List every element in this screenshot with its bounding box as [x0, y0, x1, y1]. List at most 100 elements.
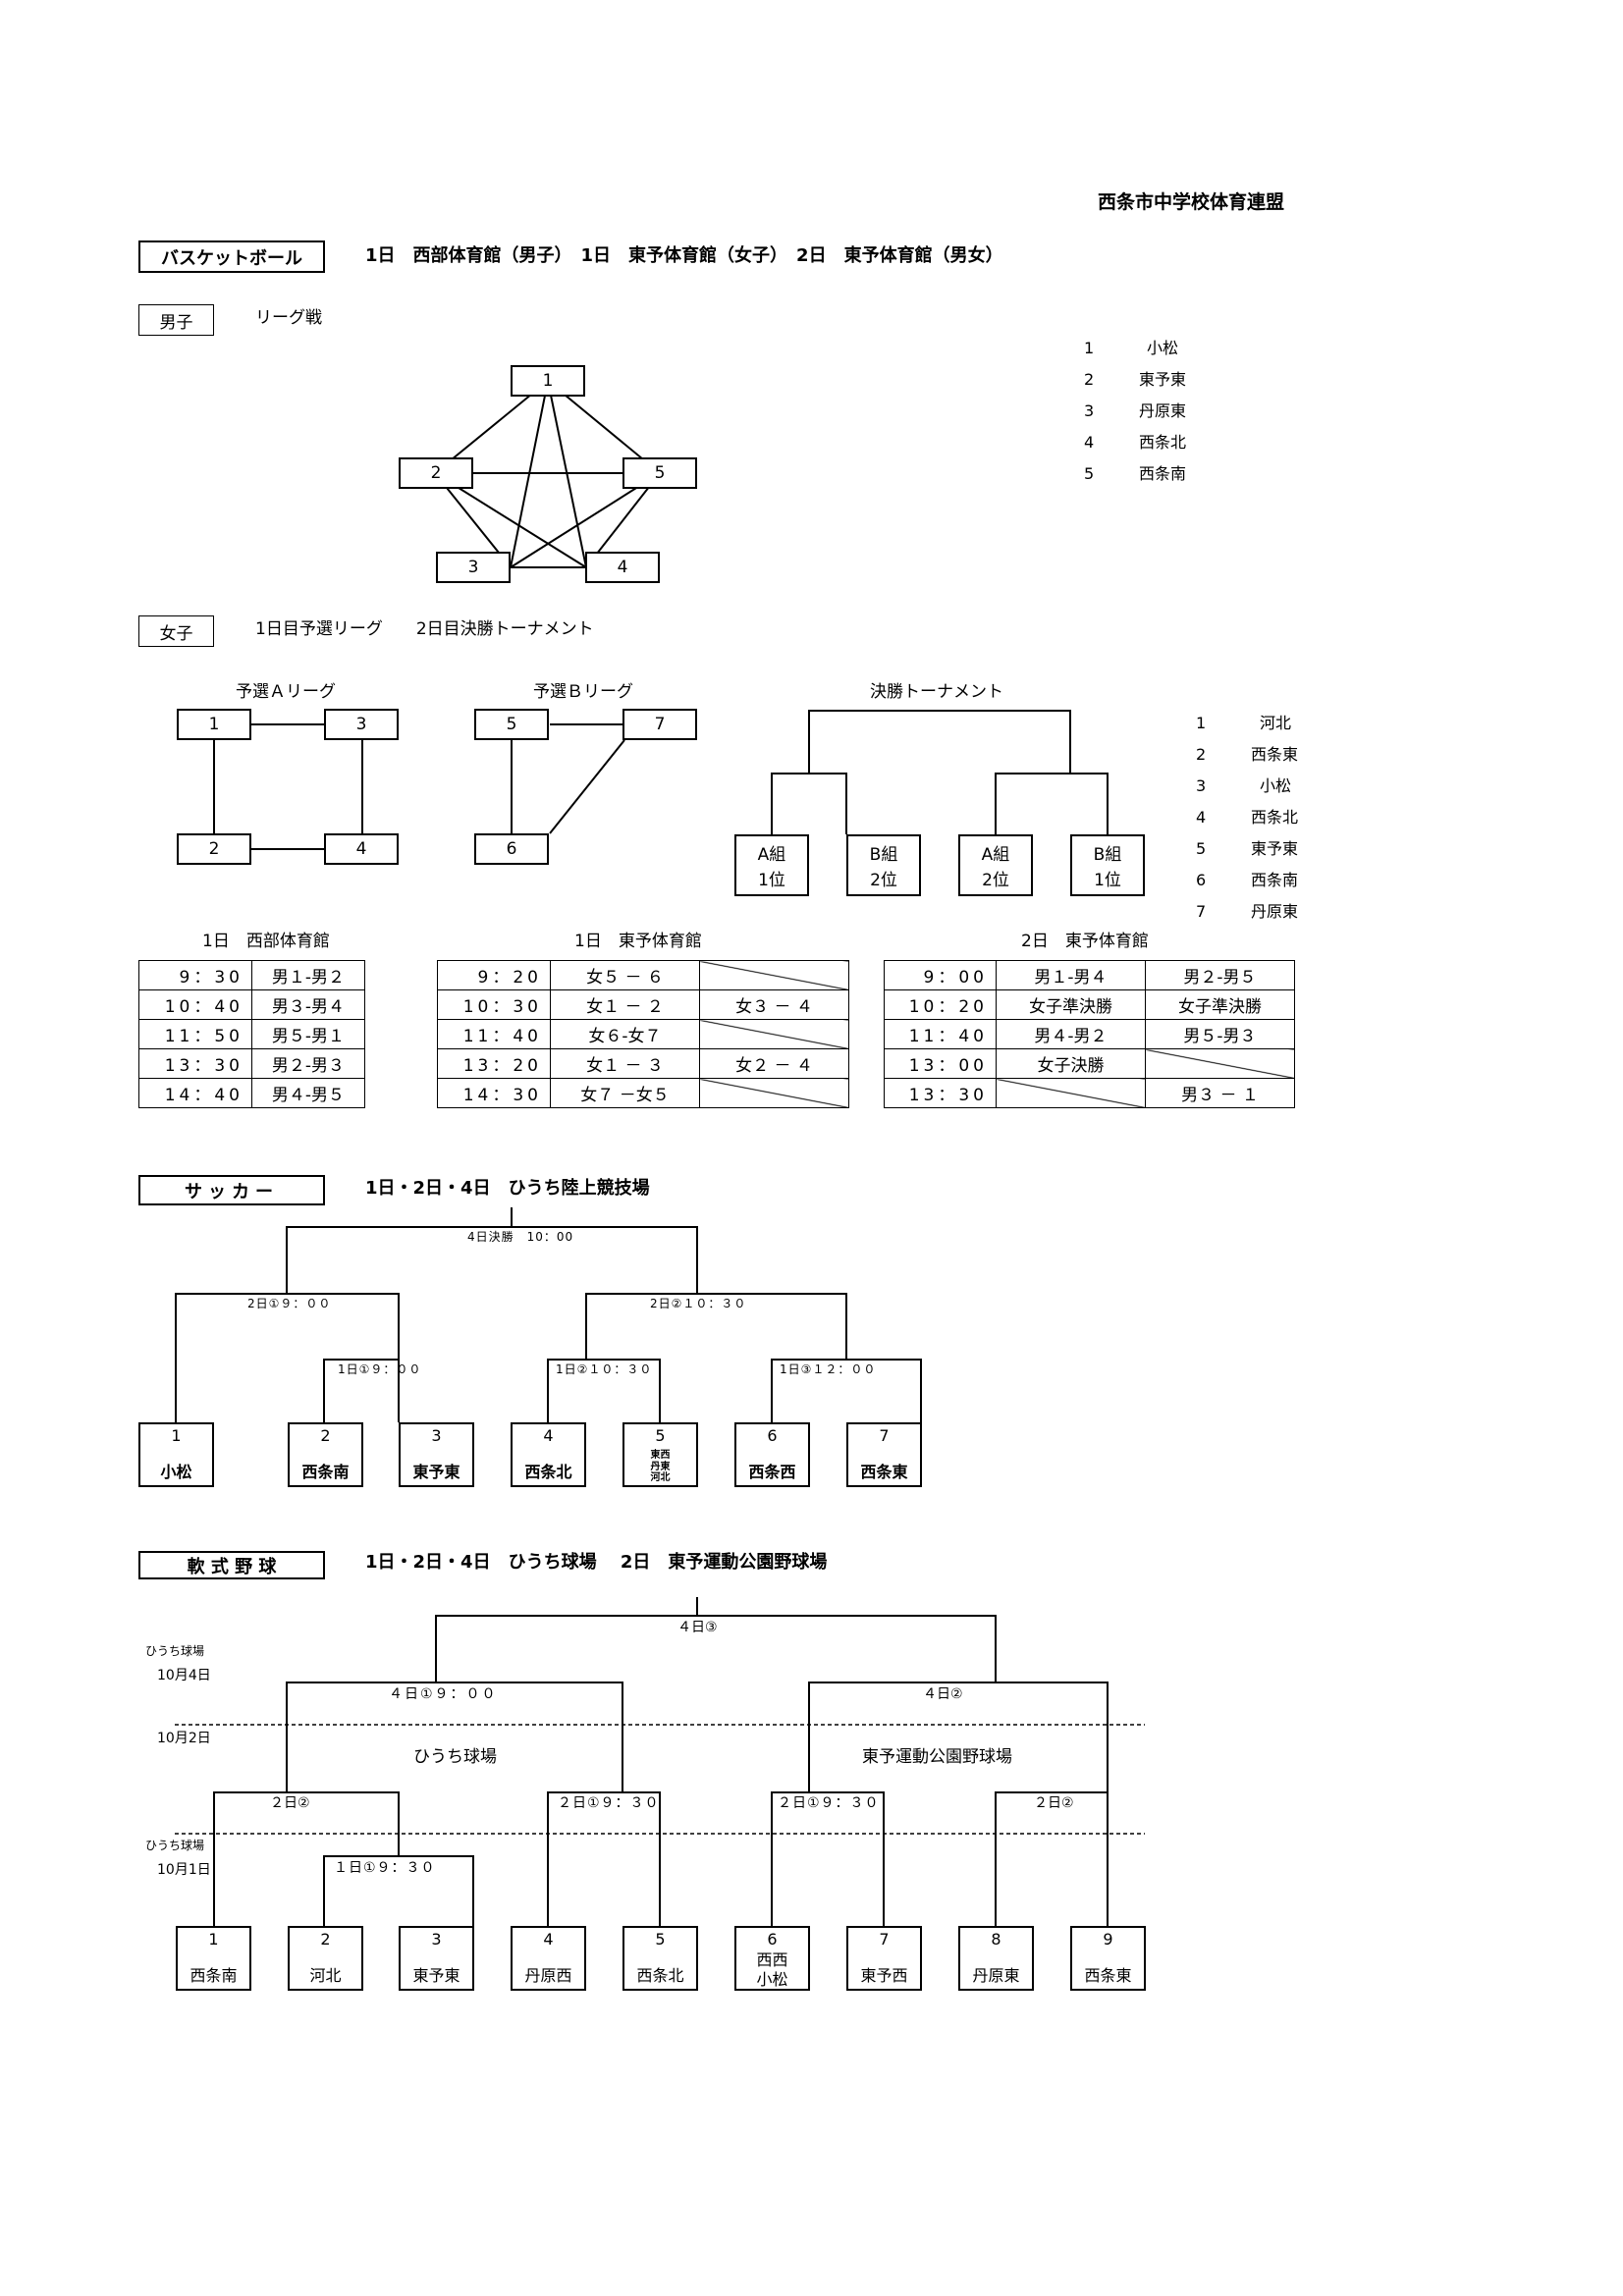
- women-team-name: 西条南: [1251, 871, 1299, 889]
- schedule-1-title: 1日 西部体育館: [202, 932, 330, 951]
- match-cell: 女子準決勝: [1145, 989, 1295, 1020]
- team-name: 西条東: [1084, 1966, 1132, 1985]
- final-slot-rank: 1位: [758, 870, 785, 890]
- soccer-team: 5 東西 丹東 河北: [622, 1422, 698, 1487]
- women-team-no: 4: [1196, 808, 1207, 827]
- schedule-3-title: 2日 東予体育館: [1021, 932, 1149, 951]
- league-b-node: 5: [474, 709, 549, 740]
- basketball-heading: バスケットボール: [138, 240, 325, 273]
- final-slot: B組 1位: [1070, 834, 1145, 896]
- team-number: 4: [543, 1426, 554, 1445]
- soccer-heading: サッカー: [138, 1175, 325, 1205]
- soccer-semi2-label: 2日②１０：３０: [650, 1297, 747, 1310]
- team-name: 小松: [160, 1463, 192, 1481]
- side-label-oct4: 10月4日: [157, 1668, 211, 1683]
- team-number: 1: [171, 1426, 182, 1445]
- men-node-5: 5: [622, 457, 697, 489]
- final-slot-group: A組: [757, 845, 786, 866]
- men-node-3: 3: [436, 552, 511, 583]
- final-slot-rank: 2位: [982, 870, 1009, 890]
- side-label-hiuchi-2: ひうち球場: [145, 1839, 205, 1852]
- match-cell: 男５-男１: [251, 1019, 365, 1049]
- men-node-2: 2: [399, 457, 473, 489]
- team-name: 東予西: [860, 1966, 908, 1985]
- league-a-title: 予選Ａリーグ: [236, 682, 336, 702]
- match-cell: 男２-男５: [1145, 960, 1295, 990]
- men-team-name: 丹原東: [1139, 401, 1187, 420]
- time-cell: 10：30: [437, 989, 551, 1020]
- time-cell: 11：40: [884, 1019, 997, 1049]
- men-team-name: 東予東: [1139, 370, 1187, 389]
- baseball-heading: 軟 式 野 球: [138, 1551, 325, 1579]
- baseball-semi1-label: ４日①９：００: [389, 1686, 498, 1702]
- women-team-no: 5: [1196, 839, 1207, 858]
- time-cell: 13：00: [884, 1048, 997, 1079]
- team-number: 8: [991, 1930, 1001, 1949]
- baseball-team: 7 東予西: [846, 1926, 922, 1991]
- team-name: 東予東: [412, 1966, 460, 1985]
- soccer-semi1-label: 2日①９：００: [247, 1297, 332, 1310]
- empty-cell: [699, 1078, 849, 1108]
- empty-cell: [1145, 1048, 1295, 1079]
- women-team-no: 2: [1196, 745, 1207, 764]
- match-cell: 女２ － ４: [699, 1048, 849, 1079]
- women-team-name: 西条北: [1251, 808, 1299, 827]
- organization-name: 西条市中学校体育連盟: [1098, 191, 1285, 213]
- men-team-name: 小松: [1147, 339, 1179, 357]
- time-cell: 13：30: [884, 1078, 997, 1108]
- team-name: 丹原西: [524, 1966, 572, 1985]
- team-name: 西条西: [748, 1463, 796, 1481]
- baseball-day2-b-label: ２日①９：３０: [558, 1795, 660, 1811]
- team-number: 6: [767, 1930, 778, 1949]
- men-node-1: 1: [511, 365, 585, 397]
- final-slot: A組 2位: [958, 834, 1033, 896]
- baseball-heading-label: 軟 式 野 球: [187, 1556, 277, 1577]
- team-number: 2: [320, 1930, 331, 1949]
- match-cell: 女子決勝: [996, 1048, 1146, 1079]
- final-slot-group: A組: [981, 845, 1010, 866]
- soccer-team: 7 西条東: [846, 1422, 922, 1487]
- women-team-name: 丹原東: [1251, 902, 1299, 921]
- team-number: 3: [431, 1930, 442, 1949]
- baseball-team: 4 丹原西: [511, 1926, 586, 1991]
- team-number: 7: [879, 1426, 890, 1445]
- baseball-day1-label: １日①９：３０: [334, 1860, 436, 1876]
- team-name: 西条東: [860, 1463, 908, 1481]
- team-number: 1: [208, 1930, 219, 1949]
- team-name: 西条南: [189, 1966, 238, 1985]
- side-label-oct1: 10月1日: [157, 1862, 211, 1878]
- team-number: 4: [543, 1930, 554, 1949]
- time-cell: 13：30: [138, 1048, 252, 1079]
- team-name: 東予東: [412, 1463, 460, 1481]
- soccer-bracket-lines: [175, 1207, 922, 1422]
- schedule-2-title: 1日 東予体育館: [574, 932, 702, 951]
- team-number: 9: [1103, 1930, 1113, 1949]
- baseball-team: 9 西条東: [1070, 1926, 1146, 1991]
- league-a-node: 2: [177, 833, 251, 865]
- team-number: 5: [655, 1426, 666, 1445]
- women-team-name: 東予東: [1251, 839, 1299, 858]
- team-name: 西条北: [636, 1966, 684, 1985]
- team-name: 西条北: [524, 1463, 572, 1481]
- men-team-no: 1: [1084, 339, 1095, 357]
- venue-right-label: 東予運動公園野球場: [862, 1747, 1012, 1767]
- baseball-team: 2 河北: [288, 1926, 363, 1991]
- match-cell: 男１-男４: [996, 960, 1146, 990]
- baseball-bracket-lines: [175, 1597, 1145, 1926]
- baseball-team: 1 西条南: [176, 1926, 251, 1991]
- time-cell: 11：50: [138, 1019, 252, 1049]
- basketball-venues: 1日 西部体育館（男子） 1日 東予体育館（女子） 2日 東予体育館（男女）: [365, 245, 1003, 266]
- match-cell: 女７ －女５: [550, 1078, 700, 1108]
- time-cell: 14：30: [437, 1078, 551, 1108]
- baseball-semi2-label: ４日②: [923, 1686, 963, 1702]
- league-b-title: 予選Ｂリーグ: [533, 682, 633, 702]
- time-cell: 9：00: [884, 960, 997, 990]
- venue-left-label: ひうち球場: [413, 1747, 497, 1767]
- empty-cell: [699, 960, 849, 990]
- team-number: 6: [767, 1426, 778, 1445]
